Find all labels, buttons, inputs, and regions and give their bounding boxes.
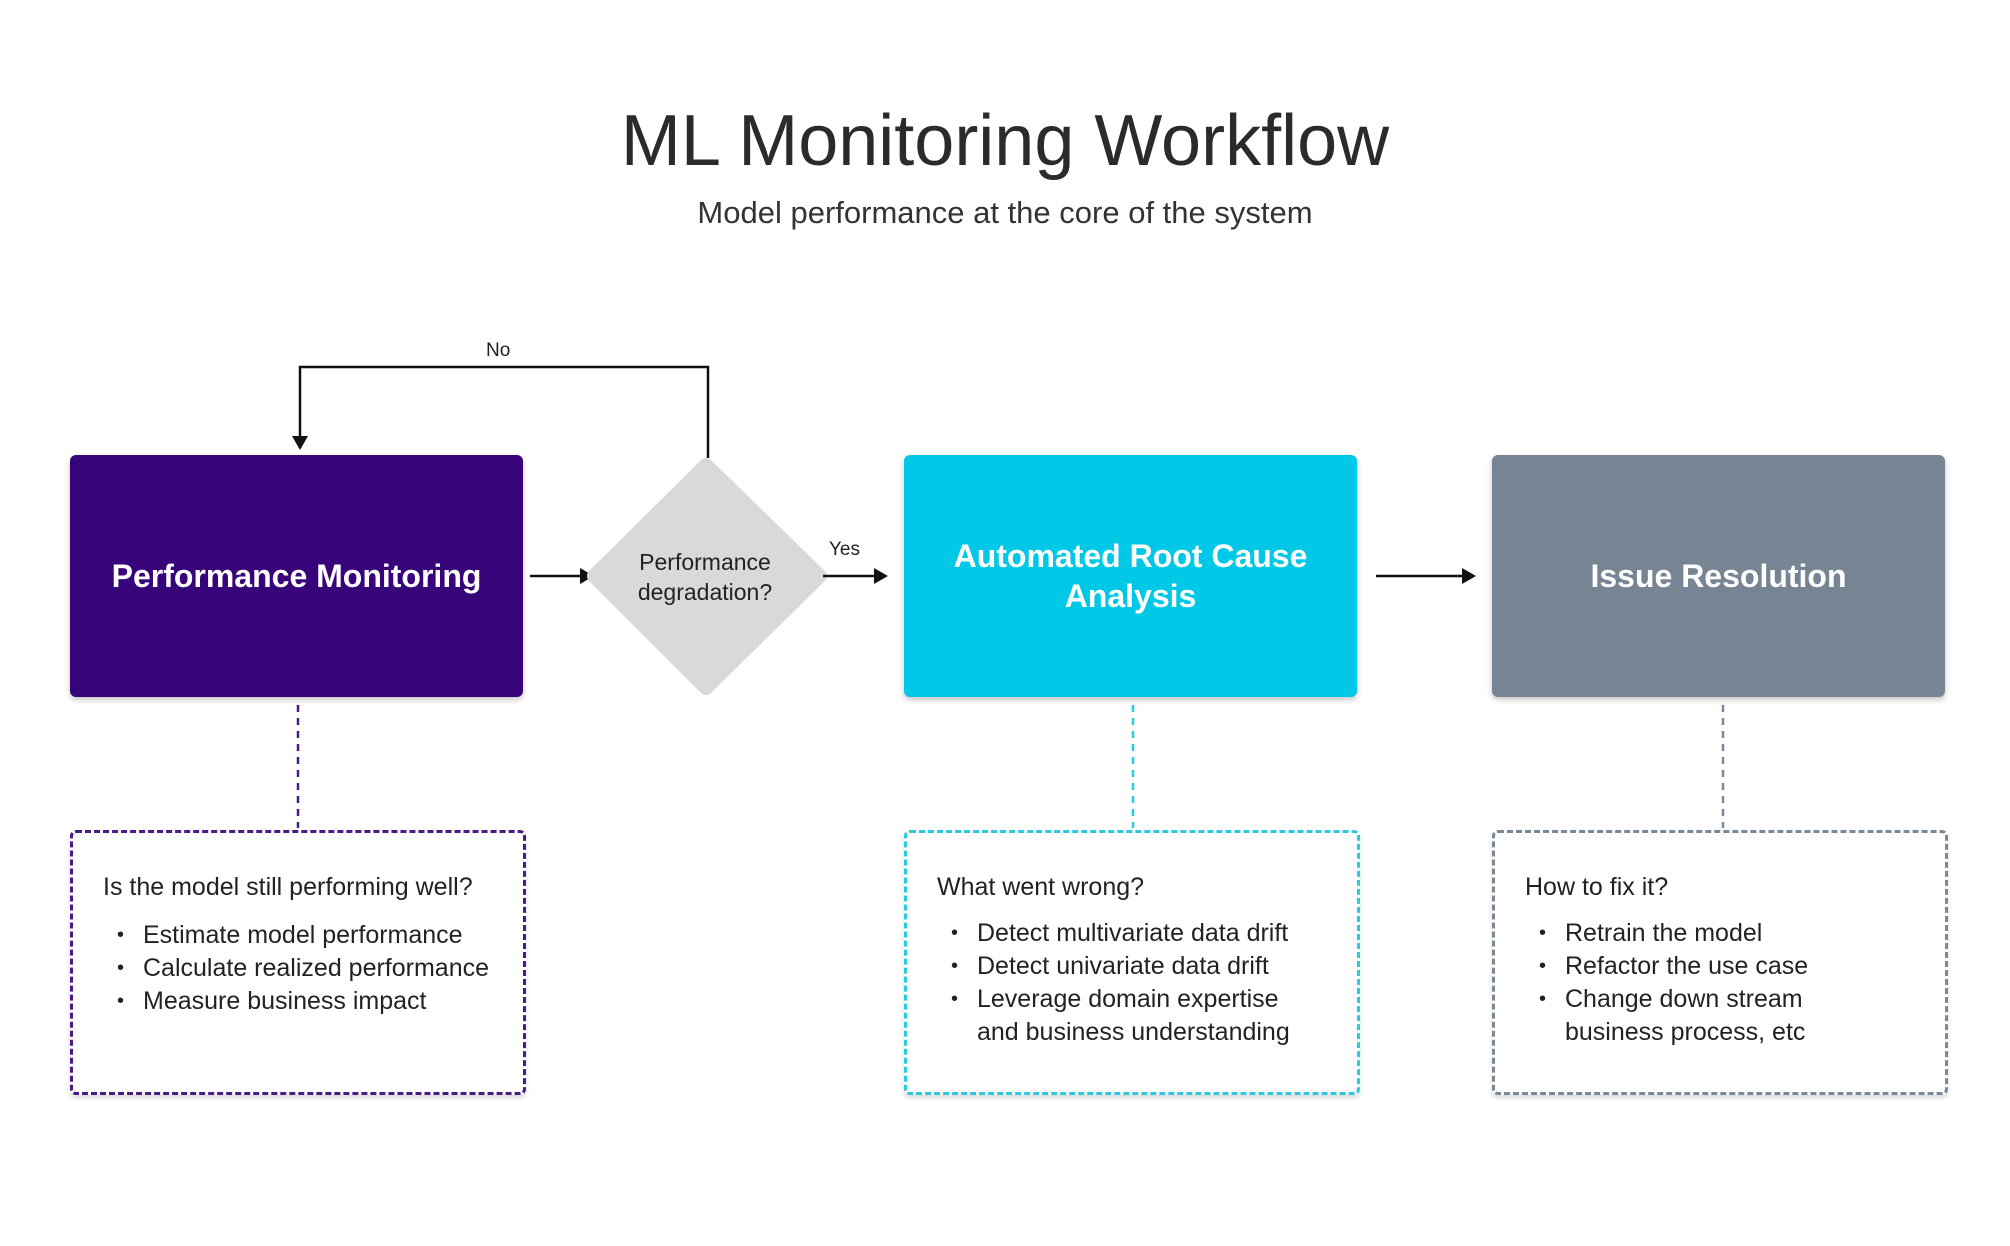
decision-label-line1: Performance [639,549,771,575]
performance-monitoring-node: Performance Monitoring [70,455,523,697]
list-item: Retrain the model [1525,917,1925,950]
monitoring-detail-panel: Is the model still performing well? Esti… [70,830,526,1095]
decision-diamond [587,458,827,695]
no-edge-label: No [486,340,511,361]
no-loop-arrowhead [292,436,308,450]
list-item: Detect univariate data drift [937,950,1337,983]
list-item: Detect multivariate data drift [937,917,1337,950]
resolution-question: How to fix it? [1525,873,1669,901]
rca-task-list: Detect multivariate data drift Detect un… [937,917,1337,1049]
rca-detail-panel: What went wrong? Detect multivariate dat… [904,830,1360,1095]
issue-resolution-node: Issue Resolution [1492,455,1945,697]
page-subtitle: Model performance at the core of the sys… [697,195,1313,230]
decision-label-line2: degradation? [637,579,773,605]
arrow-decision-to-rca-head [874,568,888,584]
no-loop-connector [298,365,710,458]
rca-question: What went wrong? [937,873,1145,901]
decision-label: Performance degradation? [605,547,805,607]
monitoring-question: Is the model still performing well? [103,873,473,901]
yes-edge-label: Yes [829,539,860,560]
root-cause-analysis-label: Automated Root Cause Analysis [953,538,1308,614]
resolution-detail-panel: How to fix it? Retrain the model Refacto… [1492,830,1948,1095]
resolution-task-list: Retrain the model Refactor the use case … [1525,917,1925,1049]
monitoring-task-list: Estimate model performance Calculate rea… [103,919,503,1018]
arrow-rca-to-resolution-head [1462,568,1476,584]
list-item: Measure business impact [103,985,503,1018]
list-item: Estimate model performance [103,919,503,952]
list-item: Leverage domain expertise and business u… [937,983,1307,1049]
list-item: Calculate realized performance [103,952,503,985]
performance-monitoring-label: Performance Monitoring [111,558,482,594]
root-cause-analysis-node: Automated Root Cause Analysis [904,455,1357,697]
issue-resolution-label: Issue Resolution [1590,558,1847,594]
list-item: Change down stream business process, etc [1525,983,1855,1049]
page-title: ML Monitoring Workflow [620,101,1390,181]
list-item: Refactor the use case [1525,950,1925,983]
